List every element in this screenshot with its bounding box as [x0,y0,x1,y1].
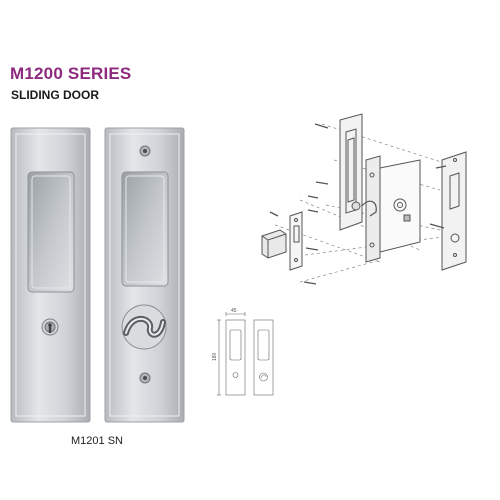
series-title: M1200 SERIES [10,64,132,83]
screw-icon [139,372,151,384]
privacy-lock-plate [104,127,185,423]
thumb-turn-icon [121,304,167,350]
dimension-drawing [217,312,274,396]
dim-width-label: 45 [231,308,237,314]
key-cylinder-icon [41,318,59,336]
dim-height-label: 180 [212,352,218,361]
product-subtitle: SLIDING DOOR [11,88,100,102]
exploded-assembly-diagram [261,113,467,285]
screw-icon [139,145,151,157]
model-code: M1201 SN [71,435,123,447]
key-lock-plate [10,127,91,423]
